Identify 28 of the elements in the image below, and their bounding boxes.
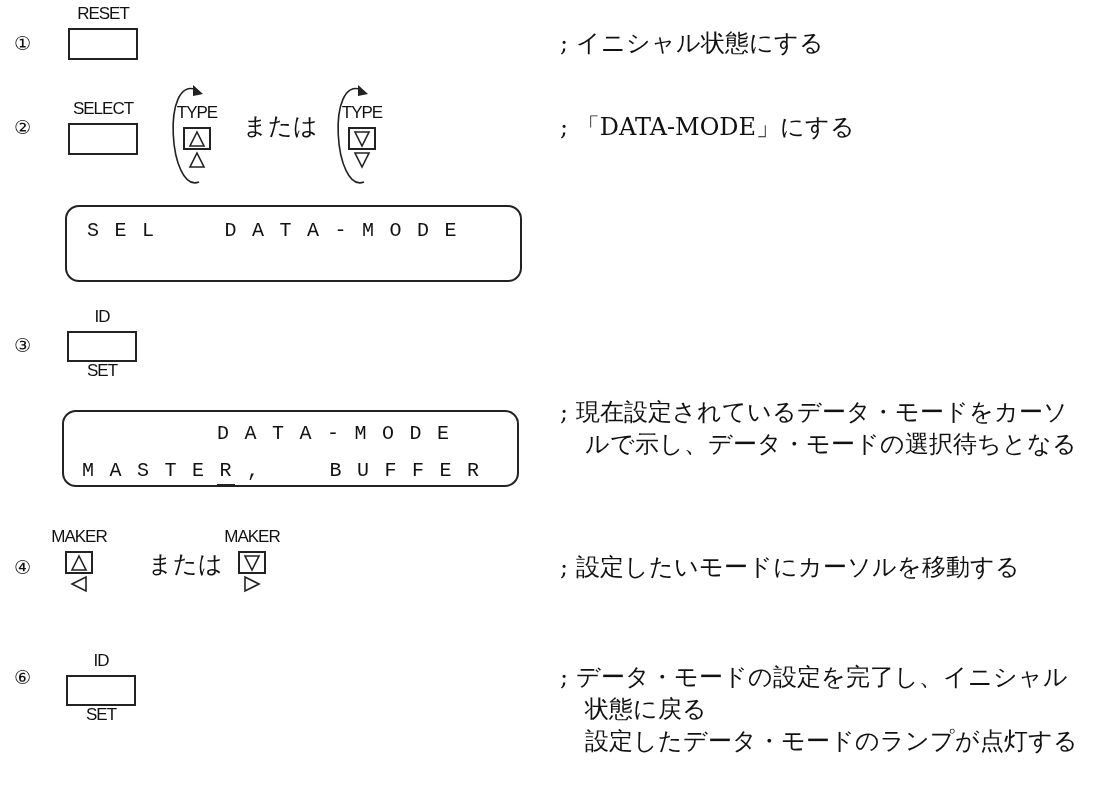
step-note: 設定したデータ・モードのランプが点灯する <box>585 726 1079 757</box>
lcd-display <box>65 205 522 282</box>
key-label: ID <box>92 652 110 670</box>
display-text: MASTER, BUFFER <box>82 460 495 482</box>
step-number: ⑥ <box>14 666 32 688</box>
step-number: ④ <box>14 556 32 578</box>
step-number: ① <box>14 32 32 54</box>
key-label: RESET <box>76 5 131 23</box>
step-number: ② <box>14 116 32 138</box>
display-text: DATA-MODE <box>217 423 465 445</box>
lcd-display <box>62 410 519 487</box>
key-label: SET <box>85 362 119 380</box>
key-label: TYPE <box>340 104 384 122</box>
connector-word: または <box>148 550 223 578</box>
display-text: SEL DATA-MODE <box>87 220 473 242</box>
key-label: MAKER <box>223 528 281 546</box>
step-description: ; イニシャル状態にする <box>560 28 825 59</box>
key-label: TYPE <box>175 104 219 122</box>
key-label: SET <box>84 706 118 724</box>
key-label: MAKER <box>50 528 108 546</box>
step-number: ③ <box>14 334 32 356</box>
key-label: ID <box>93 308 111 326</box>
step-description: ; 設定したいモードにカーソルを移動する <box>560 552 1021 583</box>
step-description: ; 現在設定されているデータ・モードをカーソルで示し、データ・モードの選択待ちとなる <box>560 397 1078 460</box>
step-description: ; データ・モードの設定を完了し、イニシャル状態に戻る <box>560 662 1069 725</box>
connector-word: または <box>243 112 318 140</box>
step-description: ; 「DATA-MODE」にする <box>560 112 857 143</box>
key-label: SELECT <box>71 100 135 118</box>
